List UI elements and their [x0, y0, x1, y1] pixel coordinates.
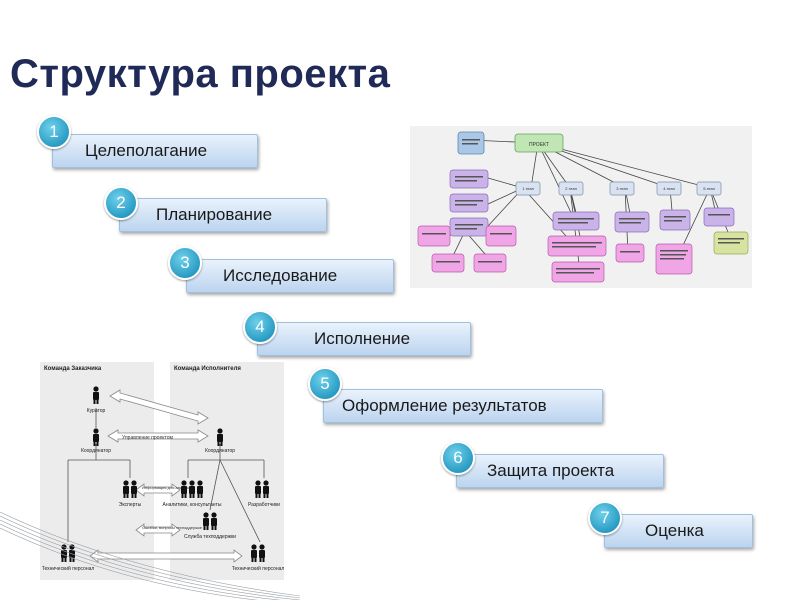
mindmap-stage-node — [558, 181, 584, 196]
step-results-formatting[interactable]: Оформление результатов — [323, 389, 603, 423]
mindmap-task-node — [449, 169, 489, 189]
mindmap-stage-node — [696, 181, 722, 196]
mindmap-subtask-node — [431, 253, 465, 273]
mindmap-stage-label: 4 этап — [663, 186, 674, 191]
mindmap-task-node — [449, 217, 489, 237]
step-label: Целеполагание — [85, 141, 208, 160]
project-management-label: Управление проектом — [122, 435, 173, 441]
curator-label: Куратор — [87, 408, 106, 414]
mindmap-stage-node — [656, 181, 682, 196]
team-structure-image: Команда Заказчика Команда Исполнителя — [38, 360, 286, 582]
mindmap-task-node — [449, 193, 489, 213]
mindmap-subtask-node — [473, 253, 507, 273]
step-label: Планирование — [156, 205, 273, 224]
support-label: Служба техподдержки — [184, 534, 236, 540]
step-number-badge: 4 — [243, 310, 277, 344]
mindmap-task-node — [552, 211, 600, 231]
mindmap-stage-label: 2 этап — [565, 186, 576, 191]
mindmap-stage-label: 5 этап — [703, 186, 714, 191]
mindmap-task-node — [703, 207, 735, 227]
info-for-analysis-label: Информация для анализа — [142, 485, 192, 490]
step-number-badge: 5 — [308, 367, 342, 401]
analysts-label: Аналитики, консультанты — [163, 502, 222, 508]
mindmap-stage-node — [515, 181, 541, 196]
step-number-badge: 2 — [104, 186, 138, 220]
customer-team-label: Команда Заказчика — [44, 366, 102, 372]
mindmap-subtask-node — [615, 243, 645, 263]
step-number-badge: 1 — [37, 115, 71, 149]
contractor-team-label: Команда Исполнителя — [174, 366, 241, 372]
mindmap-root-node — [514, 133, 564, 153]
step-label: Защита проекта — [487, 461, 615, 480]
mindmap-subtask-node — [485, 225, 517, 247]
decorative-swoosh — [0, 511, 300, 600]
mindmap-stage-node — [609, 181, 635, 196]
mindmap-stage-label: 1 этап — [522, 186, 533, 191]
step-label: Исследование — [223, 266, 338, 285]
tech-staff-right-label: Технический персонал — [232, 565, 285, 572]
mindmap-root-label: ПРОЕКТ — [529, 142, 549, 148]
step-label: Исполнение — [314, 329, 411, 348]
coordinator-left-label: Координатор — [81, 448, 111, 454]
mindmap-subtask-node — [417, 225, 451, 247]
step-planning[interactable]: Планирование — [119, 198, 327, 232]
step-number-badge: 3 — [168, 246, 202, 280]
mindmap-graphic: ПРОЕКТ 1 этап 2 этап 3 этап 4 этап 5 эта… — [417, 131, 749, 283]
coordinator-right-label: Координатор — [205, 448, 235, 454]
tech-staff-left-label: Технический персонал — [42, 565, 95, 572]
step-execution[interactable]: Исполнение — [257, 322, 471, 356]
step-goal-setting[interactable]: Целеполагание — [52, 134, 258, 168]
mindmap-stage-label: 3 этап — [616, 186, 627, 191]
step-evaluation[interactable]: Оценка — [604, 514, 753, 548]
step-number-badge: 6 — [441, 441, 475, 475]
step-research[interactable]: Исследование — [186, 259, 394, 293]
page-title: Структура проекта — [10, 52, 391, 96]
project-mindmap-image: ПРОЕКТ 1 этап 2 этап 3 этап 4 этап 5 эта… — [410, 126, 752, 288]
step-project-defense[interactable]: Защита проекта — [456, 454, 664, 488]
step-label: Оценка — [645, 521, 704, 540]
step-number-badge: 7 — [588, 501, 622, 535]
developers-label: Разработчики — [248, 502, 280, 508]
step-label: Оформление результатов — [342, 396, 547, 415]
experts-label: Эксперты — [119, 502, 142, 508]
team-structure-graphic: Команда Заказчика Команда Исполнителя — [40, 362, 285, 580]
errors-questions-label: Ошибки, вопросы техподдержке — [142, 525, 203, 530]
